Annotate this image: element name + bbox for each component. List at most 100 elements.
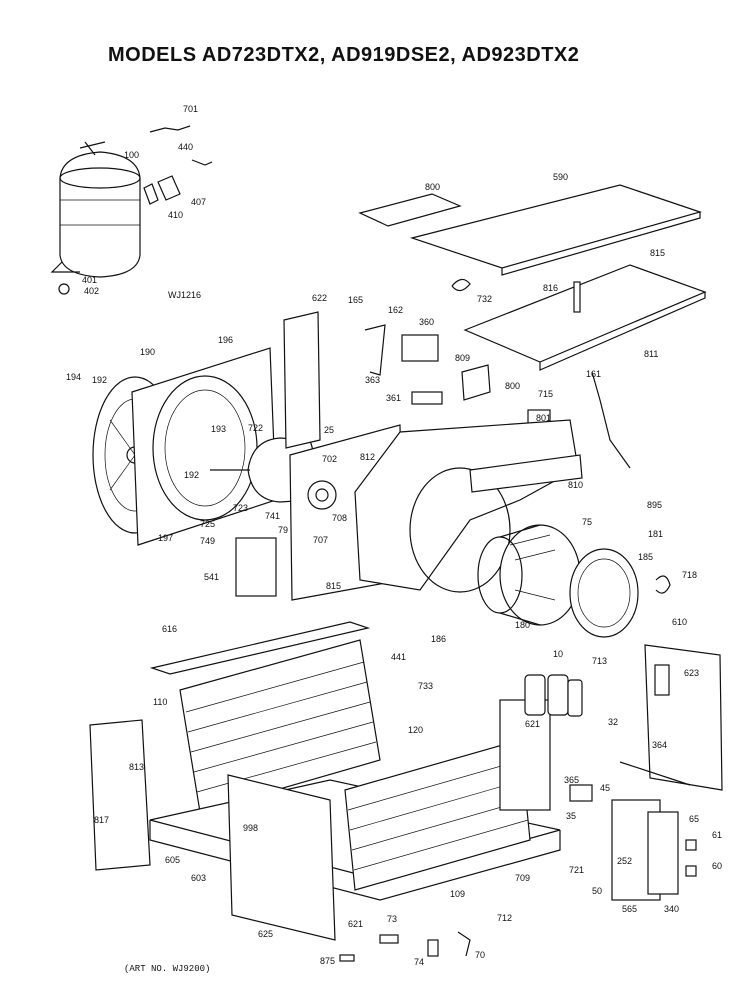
part-label-p621a: 621 [525,719,540,729]
part-label-p741: 741 [265,511,280,521]
part-label-p190: 190 [140,347,155,357]
part-label-p811: 811 [644,349,658,359]
part-label-p725: 725 [200,519,215,529]
part-label-p815b: 815 [326,581,341,591]
part-label-p605: 605 [165,855,180,865]
part-label-p440: 440 [178,142,193,152]
blower-wheel-180 [477,524,581,626]
part-label-p813: 813 [129,762,144,772]
part-label-p363: 363 [365,375,380,385]
part-label-p541: 541 [204,572,219,582]
part-label-p161: 161 [586,369,601,379]
part-label-p120: 120 [408,725,423,735]
top-cover-590 [358,184,703,276]
part-label-p401: 401 [82,275,97,285]
fan-orifice-196 [131,347,277,546]
part-label-p74: 74 [414,957,424,967]
part-label-p998: 998 [243,823,258,833]
top-shroud-815 [451,264,707,371]
part-label-p809: 809 [455,353,470,363]
part-label-p193: 193 [211,424,226,434]
part-label-p625: 625 [258,929,273,939]
part-label-p895: 895 [647,500,662,510]
part-label-p45: 45 [600,783,610,793]
part-label-p721: 721 [569,865,584,875]
part-label-p709: 709 [515,873,530,883]
part-label-p603: 603 [191,873,206,883]
part-label-p701: 701 [183,104,198,114]
thermostat-parts [364,324,631,469]
part-label-p622: 622 [312,293,327,303]
part-label-p361: 361 [386,393,401,403]
part-label-p732: 732 [477,294,492,304]
art-number: (ART NO. WJ9200) [124,964,211,974]
blower-cover-185 [569,548,671,638]
part-label-p65: 65 [689,814,699,824]
part-label-p186: 186 [431,634,446,644]
capacitors [524,674,583,717]
part-label-p79: 79 [278,525,288,535]
part-label-p73: 73 [387,914,397,924]
part-label-p365: 365 [564,775,579,785]
side-panel-605 [89,719,151,871]
part-label-p810: 810 [568,480,583,490]
part-label-p165: 165 [348,295,363,305]
part-label-p815: 815 [650,248,665,258]
part-label-p707: 707 [313,535,328,545]
sub-reference-label: WJ1216 [168,290,201,300]
control-panel-610 [569,644,723,901]
part-label-p60: 60 [712,861,722,871]
compressor-fittings [143,125,213,205]
part-label-p252: 252 [617,856,632,866]
part-label-p733: 733 [418,681,433,691]
part-label-p50: 50 [592,886,602,896]
part-label-p32: 32 [608,717,618,727]
part-label-p817: 817 [94,815,109,825]
part-label-p185: 185 [638,552,653,562]
part-label-p181: 181 [648,529,663,539]
part-label-p61: 61 [712,830,722,840]
part-label-p410: 410 [168,210,183,220]
part-label-p610: 610 [672,617,687,627]
part-label-p712: 712 [497,913,512,923]
part-label-p590: 590 [553,172,568,182]
part-label-p616: 616 [162,624,177,634]
part-label-p109: 109 [450,889,465,899]
part-label-p722: 722 [248,423,263,433]
part-label-p360: 360 [419,317,434,327]
part-label-p180: 180 [515,620,530,630]
base-top-616 [149,621,371,675]
compressor [50,141,141,295]
part-label-p25: 25 [324,425,334,435]
page-title: MODELS AD723DTX2, AD919DSE2, AD923DTX2 [108,44,580,66]
part-label-p196: 196 [218,335,233,345]
part-label-p35: 35 [566,811,576,821]
part-label-p715: 715 [538,389,553,399]
part-label-p708: 708 [332,513,347,523]
part-label-p623: 623 [684,668,699,678]
condenser-coil-110 [179,639,381,813]
part-label-p197: 197 [158,533,173,543]
front-panel-625 [227,774,336,941]
part-label-p100: 100 [124,150,139,160]
part-label-p800a: 800 [425,182,440,192]
part-label-p723: 723 [233,503,248,513]
small-hardware [339,839,697,962]
part-label-p110: 110 [153,697,167,707]
part-label-p407: 407 [191,197,206,207]
part-label-p194: 194 [66,372,81,382]
part-label-p749: 749 [200,536,215,546]
part-label-p875: 875 [320,956,335,966]
part-label-p702: 702 [322,454,337,464]
evaporator-coil-120 [344,699,551,891]
part-label-p75: 75 [582,517,592,527]
part-label-p402: 402 [84,286,99,296]
part-label-p340: 340 [664,904,679,914]
part-label-p713: 713 [592,656,607,666]
part-label-p621b: 621 [348,919,363,929]
part-label-p192b: 192 [184,470,199,480]
part-label-p162: 162 [388,305,403,315]
part-label-p70: 70 [475,950,485,960]
